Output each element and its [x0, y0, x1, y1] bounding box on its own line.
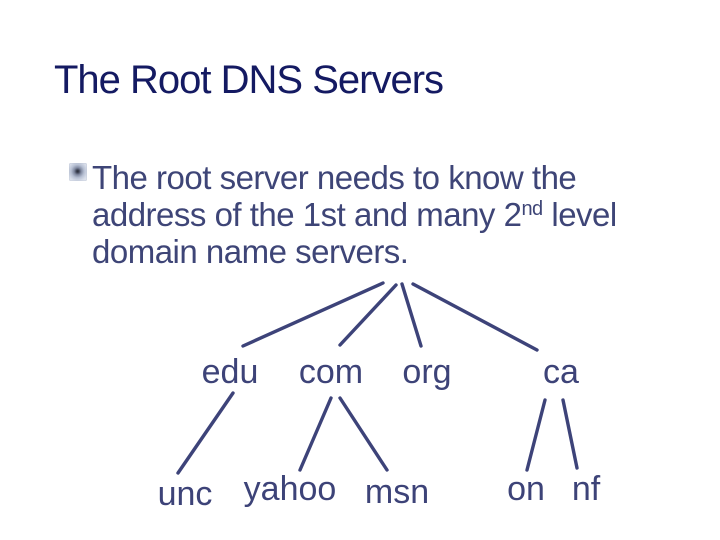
- bullet-line-3: domain name servers.: [92, 233, 409, 270]
- page-title: The Root DNS Servers: [54, 58, 444, 102]
- tree-node-msn: msn: [364, 473, 430, 511]
- tree-node-nf: nf: [571, 470, 601, 508]
- tree-node-unc: unc: [157, 475, 213, 513]
- tree-node-edu: edu: [201, 353, 259, 391]
- bullet-text: The root server needs to know the addres…: [92, 159, 649, 270]
- edge-ca-on: [525, 398, 547, 472]
- edge-root-edu: [241, 281, 385, 348]
- edge-com-msn: [338, 396, 389, 472]
- superscript-nd: nd: [521, 198, 543, 220]
- edge-ca-nf: [561, 398, 579, 470]
- edge-root-com: [338, 283, 398, 347]
- edge-edu-unc: [176, 391, 235, 475]
- tree-node-com: com: [298, 353, 364, 391]
- bullet-line-2-post: level: [542, 196, 617, 233]
- edge-root-org: [400, 282, 423, 348]
- tree-node-org: org: [402, 353, 452, 391]
- bullet-line-1: The root server needs to know the: [92, 159, 577, 196]
- bullet-line-2-pre: address of the 1st and many 2: [92, 196, 522, 233]
- tree-node-on: on: [507, 470, 545, 508]
- edge-com-yahoo: [298, 396, 333, 472]
- edge-root-ca: [411, 282, 539, 352]
- tree-node-ca: ca: [543, 353, 579, 391]
- tree-node-yahoo: yahoo: [243, 470, 337, 508]
- bullet-line-2: address of the 1st and many 2nd level: [92, 196, 649, 233]
- square-bullet-icon: [69, 163, 87, 181]
- bullet-paragraph: The root server needs to know the addres…: [69, 159, 649, 270]
